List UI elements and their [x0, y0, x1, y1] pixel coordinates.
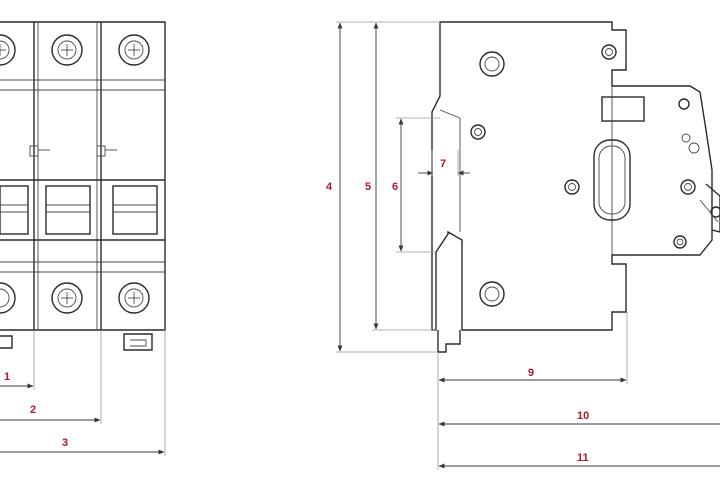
dimension-7: 7 [418, 150, 470, 176]
svg-text:5: 5 [365, 181, 371, 193]
dimension-5: 5 [365, 22, 379, 330]
toggle-1 [0, 185, 29, 235]
dimension-1: 1 [0, 371, 34, 389]
toggle-2 [45, 185, 91, 235]
side-view [336, 21, 720, 470]
dimension-9: 9 [438, 367, 627, 383]
svg-text:2: 2 [30, 404, 36, 416]
toggle-lever [699, 183, 720, 233]
svg-text:4: 4 [326, 181, 333, 193]
svg-text:6: 6 [392, 181, 398, 193]
svg-text:7: 7 [440, 158, 446, 170]
top-screw-2 [51, 34, 83, 66]
svg-text:1: 1 [4, 371, 10, 383]
bottom-mount-hole [479, 281, 505, 307]
right-rivet [680, 179, 696, 195]
top-mount-hole [479, 51, 505, 77]
svg-text:3: 3 [62, 437, 68, 449]
dimension-3: 3 [0, 437, 165, 455]
toggle-3 [112, 185, 158, 235]
svg-text:10: 10 [577, 410, 589, 422]
upper-rivet [470, 124, 486, 140]
dimension-10: 10 [438, 410, 720, 427]
lower-right-rivet [673, 235, 687, 249]
top-right-hole [601, 44, 617, 60]
front-view [0, 21, 166, 456]
svg-text:9: 9 [528, 367, 534, 379]
dimension-11: 11 [438, 452, 720, 469]
top-screw-3 [118, 34, 150, 66]
dimension-6: 6 [392, 118, 404, 252]
left-rivet [564, 179, 580, 195]
svg-text:11: 11 [577, 452, 589, 464]
bottom-screw-1 [0, 282, 16, 314]
bottom-screw-3 [118, 282, 150, 314]
top-screw-1 [0, 34, 16, 66]
dimension-4: 4 [326, 22, 343, 352]
dimension-2: 2 [0, 404, 101, 423]
bottom-screw-2 [51, 282, 83, 314]
